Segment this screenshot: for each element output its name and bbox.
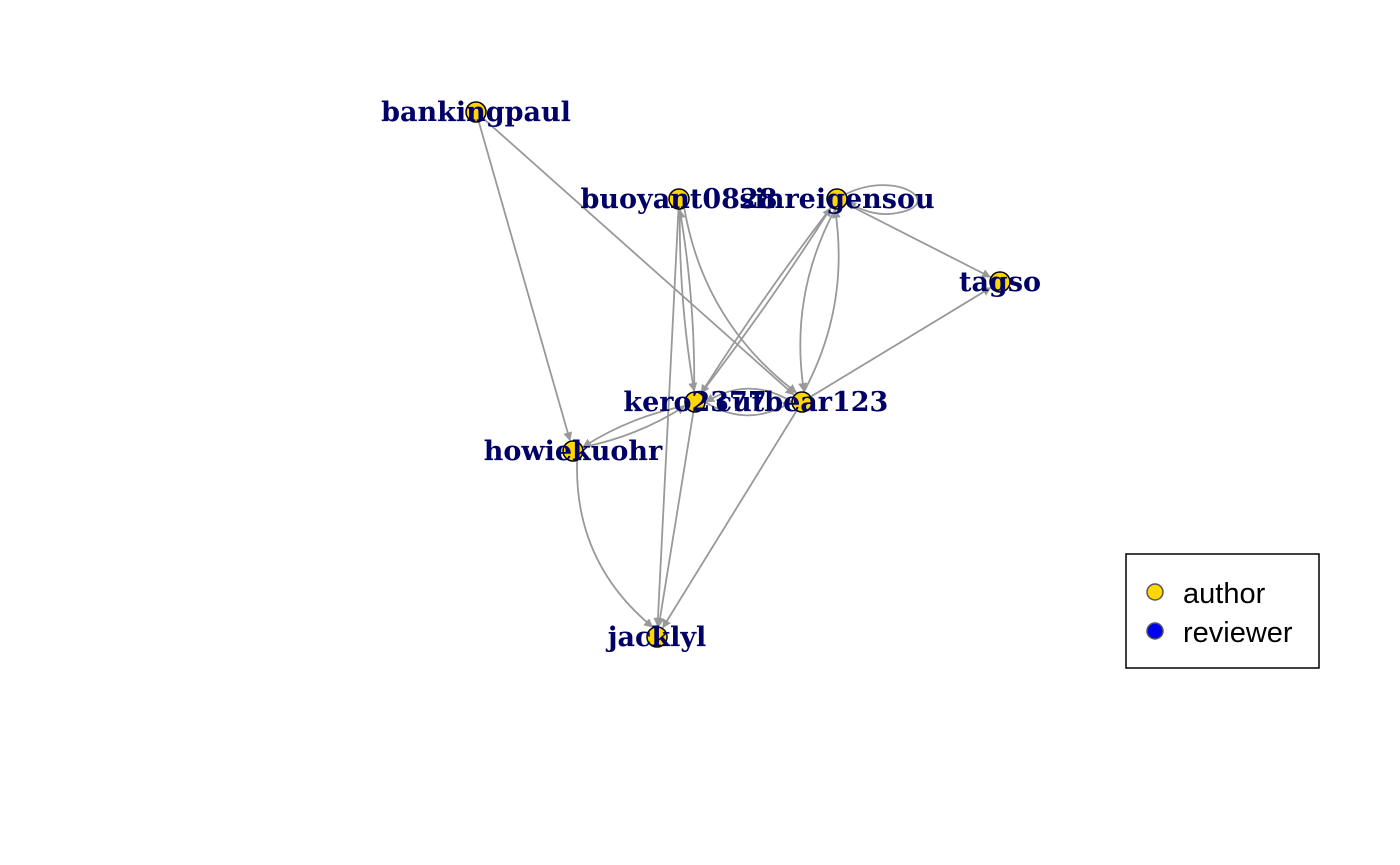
node-label-howiekuohr: howiekuohr [484, 436, 663, 467]
node-label-cutbear123: cutbear123 [716, 387, 889, 418]
node-sinreigensou [826, 188, 848, 210]
legend-box [1125, 553, 1320, 669]
edge-sinreigensou-to-cutbear123 [798, 208, 837, 393]
legend-author-label: author [1183, 578, 1266, 610]
edge-kero2377-to-howiekuohr [582, 404, 686, 448]
legend-reviewer-label: reviewer [1183, 617, 1293, 649]
edge-cutbear123-to-tagso [810, 286, 992, 398]
node-kero2377 [684, 391, 706, 413]
node-label-sinreigensou: sinreigensou [739, 184, 934, 215]
legend-reviewer-swatch [1146, 622, 1164, 640]
edge-buoyant0828-to-cutbear123 [683, 207, 798, 394]
node-tagso [989, 271, 1011, 293]
node-howiekuohr [562, 440, 584, 462]
node-jacklyl [646, 626, 668, 648]
edge-cutbear123-to-kero2377 [705, 387, 793, 403]
node-label-kero2377: kero2377 [623, 387, 766, 418]
edge-sinreigensou-to-sinreigensou [845, 184, 919, 215]
node-label-bankingpaul: bankingpaul [381, 97, 571, 128]
legend-author-swatch [1146, 583, 1164, 601]
legend: author reviewer [1125, 553, 1320, 669]
edges-layer [477, 117, 992, 629]
edge-bankingpaul-to-howiekuohr [477, 121, 573, 442]
edge-howiekuohr-to-kero2377 [582, 405, 686, 449]
edge-kero2377-to-sinreigensou [700, 207, 832, 395]
edge-kero2377-to-cutbear123 [704, 401, 792, 417]
edge-cutbear123-to-jacklyl [662, 410, 798, 629]
node-label-tagso: tagso [959, 267, 1041, 298]
edge-buoyant0828-to-kero2377 [678, 208, 698, 392]
edge-cutbear123-to-sinreigensou [802, 208, 841, 393]
nodes-layer [465, 101, 1011, 648]
edge-kero2377-to-buoyant0828 [676, 209, 696, 393]
edge-kero2377-to-jacklyl [655, 411, 695, 628]
edge-sinreigensou-to-kero2377 [700, 206, 832, 394]
node-buoyant0828 [668, 188, 690, 210]
node-cutbear123 [791, 391, 813, 413]
edge-bankingpaul-to-cutbear123 [482, 117, 795, 396]
edge-buoyant0828-to-jacklyl [653, 208, 680, 627]
node-label-buoyant0828: buoyant0828 [581, 184, 778, 215]
node-label-jacklyl: jacklyl [606, 622, 707, 653]
edge-howiekuohr-to-jacklyl [576, 460, 654, 628]
node-bankingpaul [465, 101, 487, 123]
edge-sinreigensou-to-tagso [845, 202, 992, 278]
